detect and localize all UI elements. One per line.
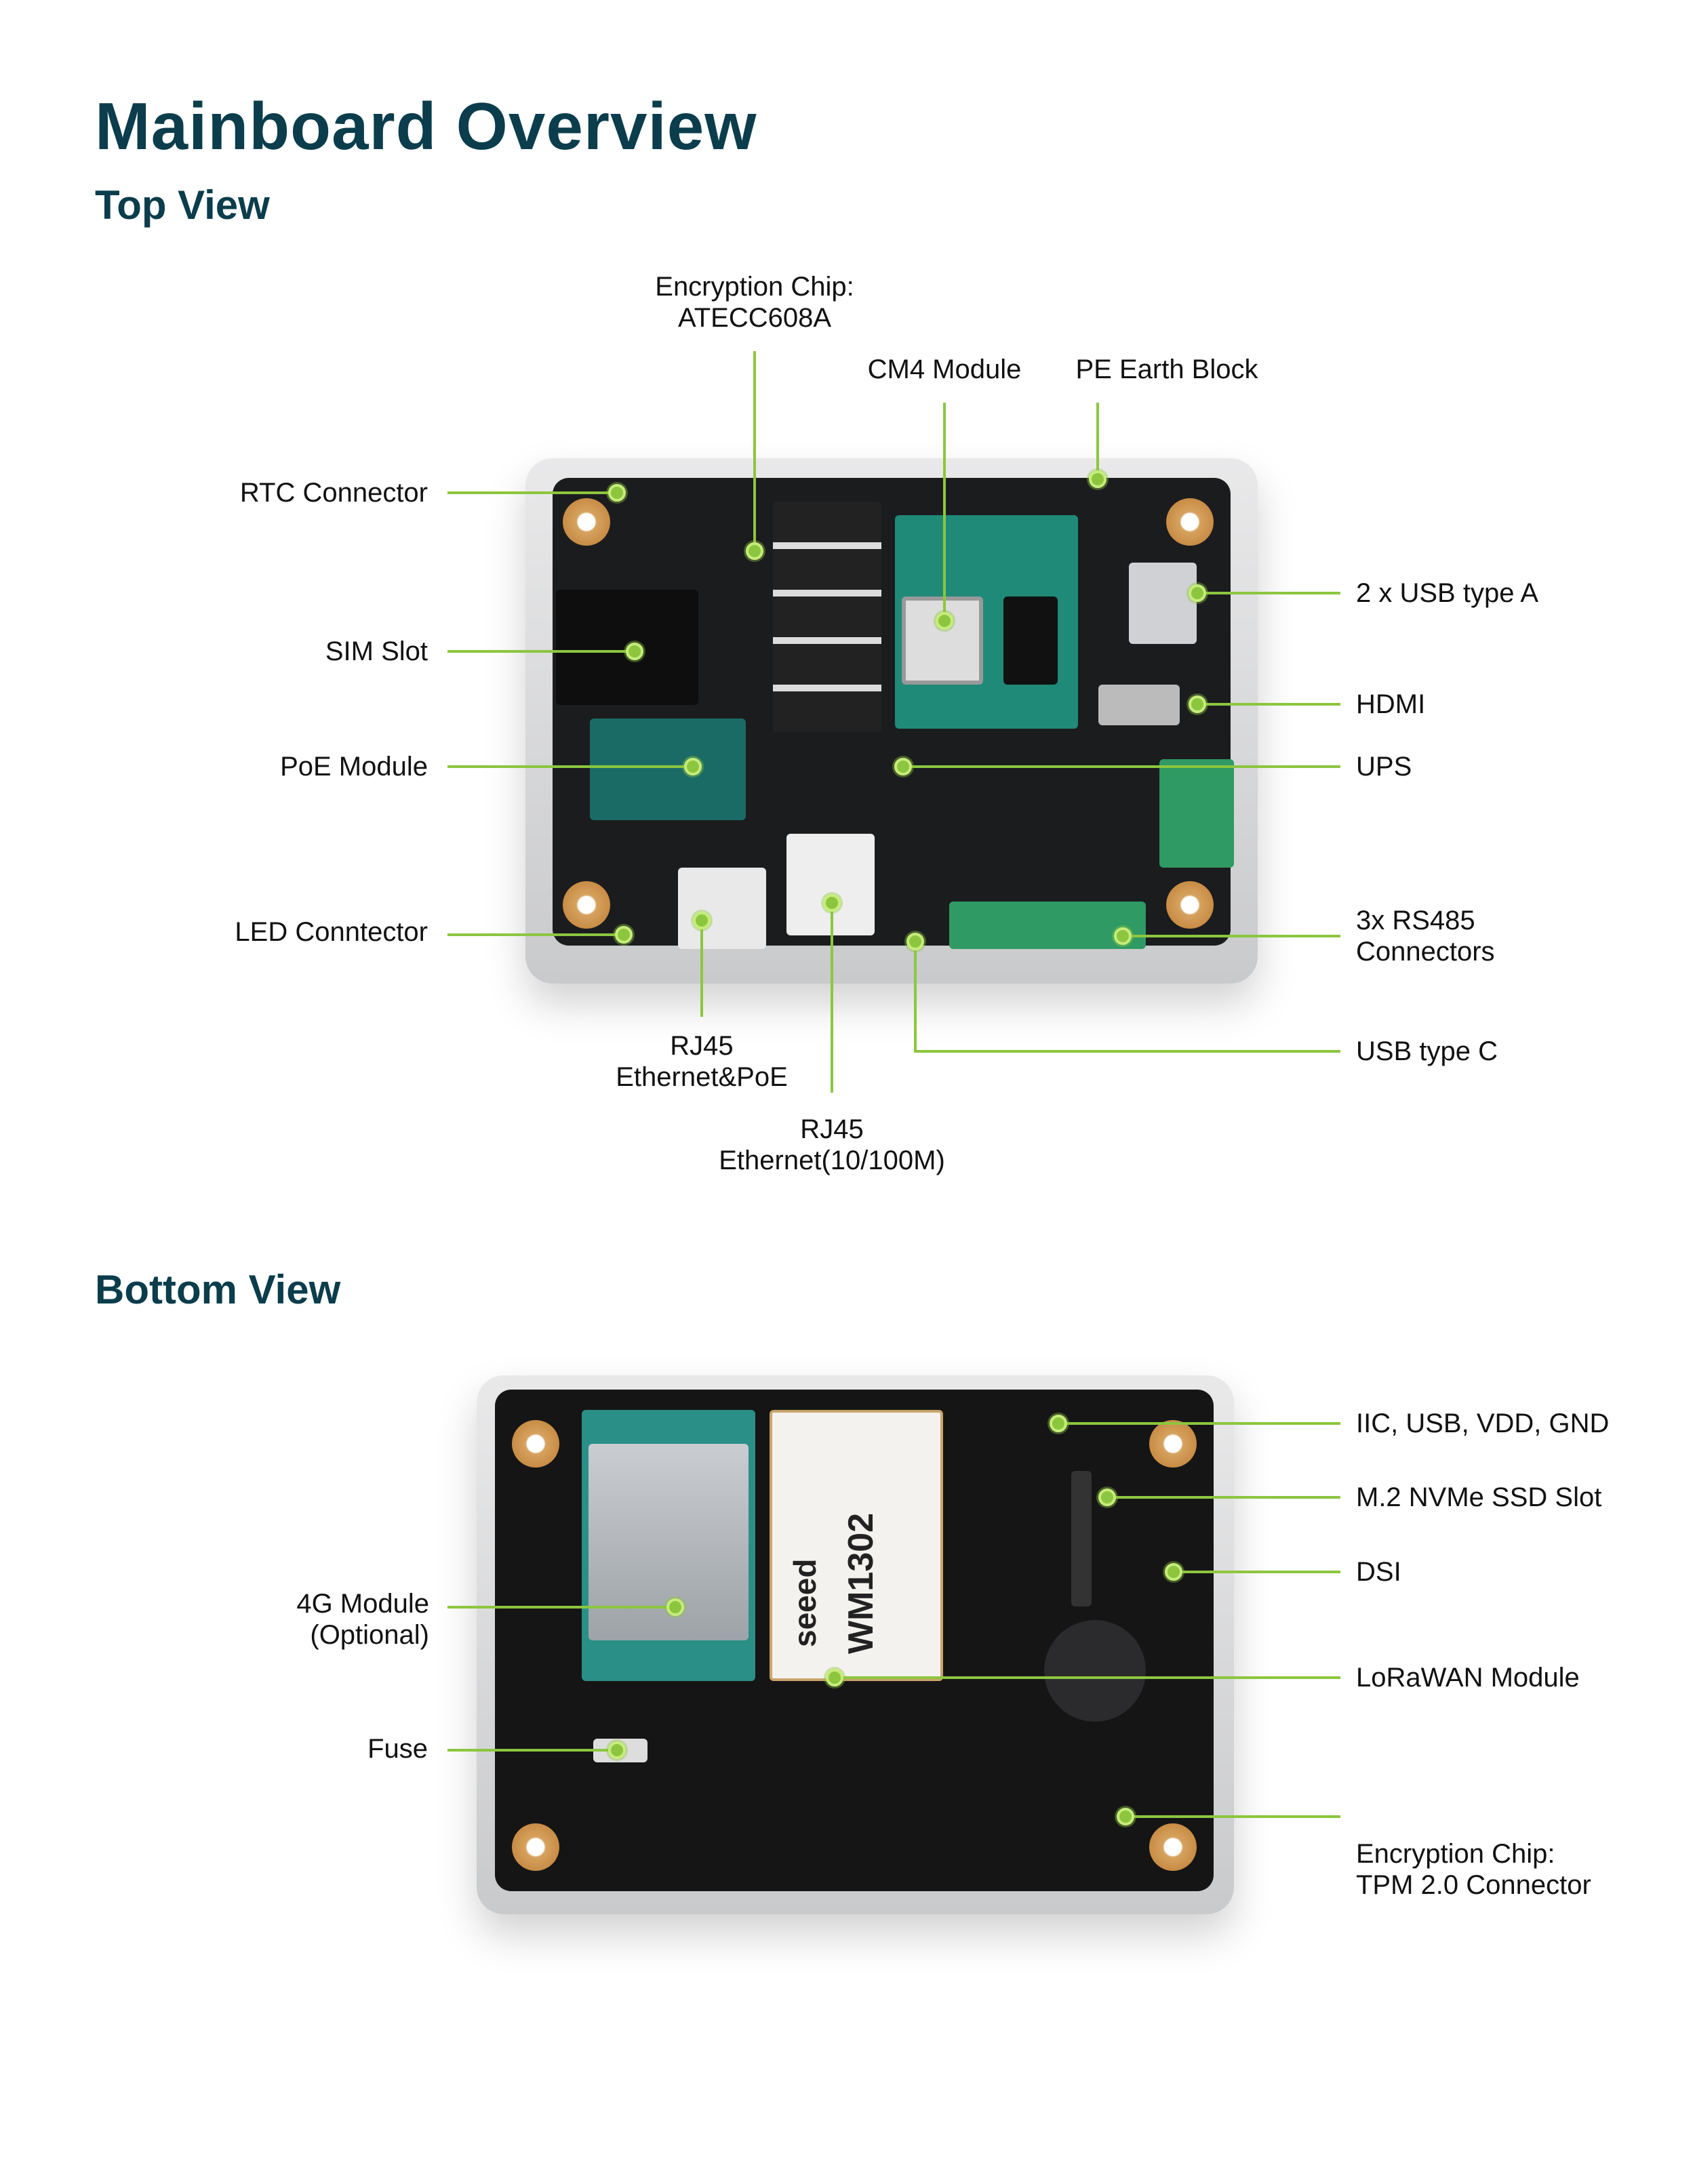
bottom-view-heading: Bottom View	[95, 1267, 341, 1312]
label-poe-module: PoE Module	[280, 752, 428, 782]
label-encryption-chip-atecc608a: Encryption Chip:ATECC608A	[655, 271, 854, 333]
label-cm4-module: CM4 Module	[867, 355, 1022, 384]
label-tpm-connector: Encryption Chip:TPM 2.0 Connector	[1356, 1838, 1591, 1901]
lorawan-model-text: WM1302	[841, 1512, 881, 1654]
label-dsi: DSI	[1356, 1557, 1401, 1587]
label-line: RJ45	[670, 1031, 734, 1061]
label-usb-type-c: USB type C	[1356, 1036, 1498, 1066]
label-line: Encryption Chip:	[1356, 1839, 1555, 1869]
label-line: TPM 2.0 Connector	[1356, 1870, 1591, 1900]
label-line: 4G Module	[296, 1589, 429, 1619]
label-line: Ethernet(10/100M)	[719, 1146, 945, 1175]
label-pe-earth-block: PE Earth Block	[1075, 355, 1258, 384]
seeed-logo-text: seeed	[787, 1558, 822, 1647]
label-lorawan-module: LoRaWAN Module	[1356, 1663, 1580, 1693]
label-led-connector: LED Conntector	[235, 917, 428, 947]
label-line: ATECC608A	[677, 303, 832, 333]
label-line: 3x RS485	[1356, 906, 1475, 935]
label-sim-slot: SIM Slot	[325, 636, 428, 666]
label-fuse: Fuse	[367, 1734, 428, 1764]
label-line: Encryption Chip:	[655, 272, 854, 302]
label-rtc-connector: RTC Connector	[239, 478, 428, 508]
page-title: Mainboard Overview	[95, 89, 757, 163]
label-line: RJ45	[800, 1114, 864, 1144]
label-hdmi: HDMI	[1356, 689, 1426, 719]
label-line: Ethernet&PoE	[616, 1062, 788, 1092]
label-ups: UPS	[1356, 752, 1412, 782]
label-usb-type-a: 2 x USB type A	[1356, 578, 1539, 608]
top-view-heading: Top View	[95, 182, 270, 228]
label-line: (Optional)	[310, 1620, 429, 1650]
label-iic-usb-vdd-gnd: IIC, USB, VDD, GND	[1356, 1409, 1610, 1438]
label-m2-nvme-ssd-slot: M.2 NVMe SSD Slot	[1356, 1482, 1602, 1512]
label-line: Connectors	[1356, 937, 1495, 967]
label-4g-module: 4G Module(Optional)	[296, 1588, 429, 1651]
